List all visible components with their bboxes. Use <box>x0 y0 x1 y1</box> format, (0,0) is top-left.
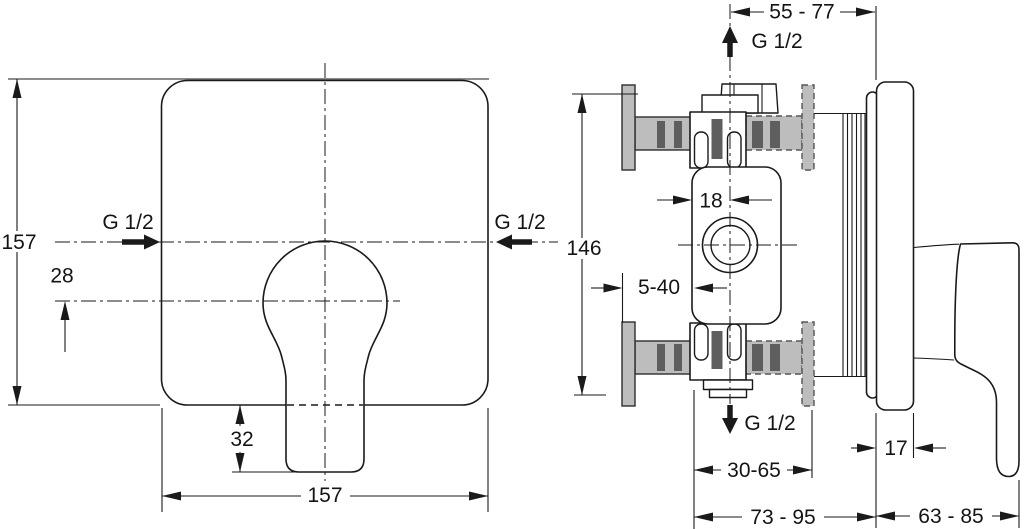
wall-to-axis-range-label: 55 - 77 <box>769 1 834 24</box>
side-view <box>621 4 1020 478</box>
handle-hub-top-line <box>913 243 960 249</box>
arrowhead-right <box>1000 511 1019 521</box>
arrowhead-up <box>577 94 587 113</box>
bottom-union-nut <box>702 379 754 391</box>
valve-slot <box>711 331 723 369</box>
front-view-dimensions: 157 G 1/2 28 32 157 G 1/2 <box>0 79 546 512</box>
label-backing <box>562 238 606 259</box>
flow-arrowhead-down-icon <box>722 418 738 434</box>
arrowhead-up <box>235 405 245 424</box>
side-view-dimensions: 55 - 77 G 1/2 146 18 5-40 G 1/2 <box>562 1 1020 529</box>
face-to-axis-dim-label: 18 <box>699 190 722 213</box>
bottom-union-step <box>708 388 748 399</box>
arrowhead-right <box>603 283 623 293</box>
bracket-slot <box>674 344 682 371</box>
flow-arrowhead-right-icon <box>144 234 160 250</box>
trim-thickness-dim-label: 17 <box>884 437 907 460</box>
valve-pill-slot <box>693 131 709 169</box>
bracket-slot <box>674 121 682 148</box>
arrowhead-right <box>857 512 876 522</box>
lever-drop-dim-label: 32 <box>230 428 253 451</box>
plaster-depth-range-label: 5-40 <box>638 276 680 299</box>
handle-projection-range-label: 63 - 85 <box>918 505 983 528</box>
arrowhead-left <box>694 283 713 293</box>
flow-arrowhead-up-icon <box>722 26 738 43</box>
arrowhead-left <box>731 7 750 17</box>
valve-slot <box>711 119 723 159</box>
front-height-dim-label: 157 <box>1 231 36 254</box>
recess-depth-range-label: 30-65 <box>727 459 781 482</box>
bracket-flange-upper-hidden <box>801 84 815 171</box>
mounting-bracket-right <box>745 84 815 407</box>
threaded-collar <box>814 112 867 378</box>
bracket-slot <box>657 344 665 371</box>
valve-pill-slot <box>693 323 709 361</box>
arrowhead-up <box>12 79 22 98</box>
bottom-connection-label: G 1/2 <box>744 412 795 435</box>
escutcheon-side <box>875 81 915 411</box>
top-connection-label: G 1/2 <box>751 30 802 53</box>
bracket-slot <box>752 121 763 148</box>
bracket-flange-lower-hidden <box>801 321 815 407</box>
arrowhead-down <box>235 453 245 472</box>
arrowhead-right <box>856 7 875 17</box>
flow-arrowhead-left-icon <box>496 234 512 250</box>
bracket-flange-upper <box>621 84 636 171</box>
arrowhead-left <box>694 465 713 475</box>
inlet-right-label: G 1/2 <box>494 211 545 234</box>
lever-handle-side <box>953 241 1020 478</box>
arrowhead-left <box>730 195 749 205</box>
bracket-slot <box>657 121 665 148</box>
front-width-dim-label: 157 <box>307 484 342 507</box>
bracket-slot <box>752 344 763 371</box>
bracket-slot <box>770 344 780 371</box>
arrowhead-right <box>673 195 692 205</box>
bracket-slot <box>770 121 780 148</box>
arrowhead-down <box>12 386 22 405</box>
arrowhead-left <box>876 511 895 521</box>
arrowhead-left <box>914 443 933 453</box>
arrowhead-up <box>60 301 70 320</box>
axis-offset-dim-label: 28 <box>50 265 73 288</box>
bracket-flange-lower <box>621 321 636 407</box>
arrowhead-down <box>577 376 587 395</box>
total-depth-range-label: 73 - 95 <box>750 506 815 529</box>
arrowhead-right <box>857 443 876 453</box>
arrowhead-left <box>694 512 713 522</box>
bracket-height-dim-label: 146 <box>566 237 601 260</box>
front-view <box>8 63 558 481</box>
handle-hub-bottom-line <box>913 357 955 361</box>
arrowhead-left <box>162 491 181 501</box>
arrowhead-right <box>469 491 488 501</box>
arrowhead-right <box>793 465 812 475</box>
mounting-bracket-left <box>621 84 693 407</box>
label-backing <box>0 231 38 252</box>
inlet-left-label: G 1/2 <box>102 211 153 234</box>
